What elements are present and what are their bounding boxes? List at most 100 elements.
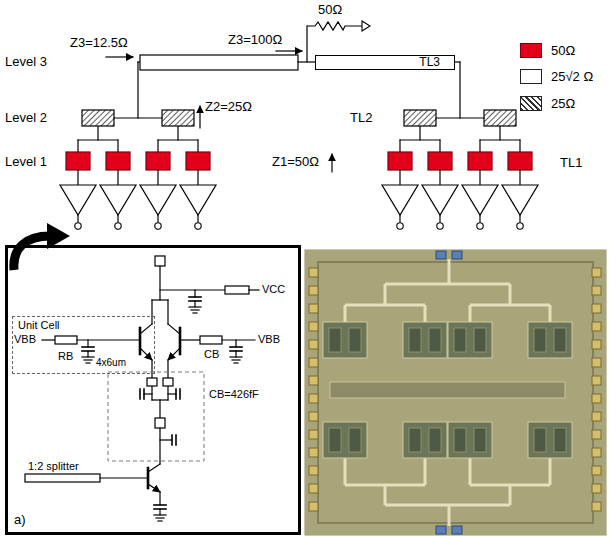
transmission-line-50ohm [186, 152, 210, 170]
capacitor-symbol [82, 346, 94, 348]
input-terminal [477, 223, 483, 229]
wire [197, 140, 198, 152]
wire [519, 215, 520, 222]
bond-pad [592, 448, 601, 457]
transmission-line-25ohm [404, 110, 436, 126]
legend-swatch [520, 43, 542, 58]
wire [137, 62, 138, 118]
wire [519, 140, 520, 152]
transistor-array [329, 328, 341, 352]
impedance-arrow [199, 106, 200, 128]
wire [140, 324, 152, 334]
transmission-line-25ohm [162, 110, 194, 126]
transistor-emitter [140, 348, 152, 360]
resistor-symbol [55, 336, 77, 344]
input-terminal [75, 223, 81, 229]
label-holder: RB [58, 350, 73, 363]
bond-pad [592, 394, 601, 403]
bond-pad [592, 502, 601, 511]
bond-pad [592, 286, 601, 295]
wire [459, 62, 460, 118]
ground-symbol [158, 520, 162, 521]
termination-symbol [362, 21, 370, 31]
pad-symbol [155, 418, 165, 428]
impedance-arrow [276, 50, 302, 51]
ground-symbol [86, 362, 90, 363]
wire [42, 339, 55, 340]
resistor-symbol [225, 286, 249, 294]
wire [157, 170, 158, 185]
transistor-array [554, 328, 566, 352]
capacitor-symbol [171, 435, 173, 445]
wire [177, 126, 178, 140]
rf-pad [452, 526, 462, 534]
signal-label: 4x6um [96, 357, 126, 369]
node-text: a) [14, 512, 298, 527]
wire [160, 439, 172, 440]
amplifier-cell [448, 322, 492, 358]
pointer-arrow [14, 236, 50, 270]
label-holder: VBB [14, 333, 36, 346]
label-holder: Z3=100Ω [228, 33, 282, 48]
wire [480, 139, 520, 140]
impedance-label: Level 3 [5, 55, 47, 70]
wire [180, 339, 200, 340]
bond-pad [309, 466, 318, 475]
signal-label: VBB [258, 333, 280, 346]
transistor-array [474, 328, 486, 352]
chip-photo [305, 250, 606, 535]
wire [400, 139, 440, 140]
wire [419, 126, 420, 140]
label-holder: TL1 [560, 156, 582, 171]
resistor-symbol [200, 336, 222, 344]
wire [439, 215, 440, 222]
transistor-array [534, 428, 546, 452]
wire [222, 339, 255, 340]
bond-pad [309, 394, 318, 403]
amplifier-symbol [422, 185, 458, 215]
wire [439, 140, 440, 152]
wire [77, 170, 78, 185]
amplifier-cell [448, 422, 492, 458]
signal-label: VCC [262, 283, 285, 296]
transistor-symbol [179, 328, 182, 354]
impedance-label: TL2 [350, 111, 372, 126]
schematic-panel: a) Unit Cell [5, 245, 301, 535]
wire [479, 170, 480, 185]
wire [157, 140, 158, 152]
impedance-label: Level 2 [5, 111, 47, 126]
wire [159, 492, 160, 505]
pad-symbol [147, 378, 157, 386]
signal-label: CB [204, 348, 219, 361]
legend-row: 50Ω [520, 37, 593, 64]
amplifier-cell [528, 422, 572, 458]
legend-swatch [520, 69, 542, 84]
amplifier-symbol [462, 185, 498, 215]
bond-pad [592, 466, 601, 475]
legend-text: 25Ω [551, 96, 575, 111]
transmission-line-symbol [25, 474, 100, 482]
capacitor-symbol [139, 389, 141, 399]
wire [117, 215, 118, 222]
wire [399, 215, 400, 222]
legend-row: 25Ω [520, 90, 593, 117]
node-text: Unit Cell [18, 319, 149, 332]
transmission-line-level3 [140, 55, 298, 70]
ground-symbol [156, 517, 164, 518]
wire [100, 477, 148, 478]
ground-symbol [234, 362, 238, 363]
wire [148, 464, 160, 472]
label-holder: Z2=25Ω [205, 100, 252, 115]
ground-symbol [191, 309, 199, 310]
wire [117, 170, 118, 185]
bond-pad [592, 376, 601, 385]
label-holder: TL2 [350, 111, 372, 126]
bond-pad [309, 448, 318, 457]
impedance-label: Z3=100Ω [228, 33, 282, 48]
transistor-array [554, 428, 566, 452]
bond-pad [592, 412, 601, 421]
wire [97, 126, 98, 140]
splitter-outline [108, 372, 204, 461]
label-holder: CB [204, 348, 219, 361]
